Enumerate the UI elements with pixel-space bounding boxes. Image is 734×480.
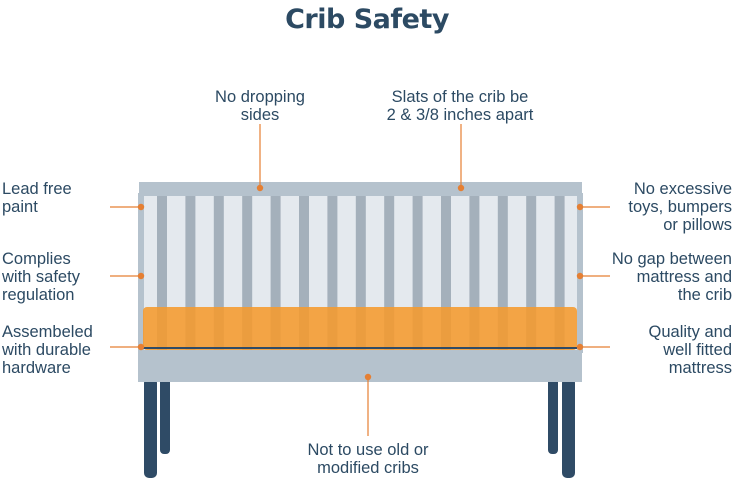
crib-slat — [554, 195, 565, 350]
label-line: Slats of the crib be — [391, 88, 529, 106]
label-no-dropping-sides: No dropping sides — [190, 88, 330, 124]
label-line: No dropping — [215, 88, 305, 106]
label-no-excessive-toys: No excessive toys, bumpers or pillows — [628, 180, 732, 234]
label-line: Not to use old or — [307, 441, 429, 459]
callout-dot-no-gap — [576, 272, 584, 280]
callout-dot-slats-spacing — [457, 184, 465, 192]
label-line: toys, bumpers — [628, 198, 732, 216]
label-line: with safety — [2, 268, 80, 286]
label-line: 2 & 3/8 inches apart — [386, 106, 534, 124]
crib-mattress — [143, 307, 577, 350]
crib-slat — [497, 195, 508, 350]
crib-slat — [469, 195, 480, 350]
callout-lines — [110, 124, 610, 436]
label-durable-hardware: Assembeled with durable hardware — [2, 323, 93, 377]
page-title: Crib Safety — [285, 4, 449, 35]
crib-slat — [412, 195, 423, 350]
label-line: regulation — [2, 286, 75, 304]
crib-slat — [185, 195, 196, 350]
label-complies-safety: Complies with safety regulation — [2, 250, 80, 304]
crib-slat — [355, 195, 366, 350]
crib-slat — [157, 195, 167, 350]
label-line: sides — [240, 106, 280, 124]
callout-dots — [137, 184, 584, 381]
label-lead-free-paint: Lead free paint — [2, 180, 72, 216]
label-line: hardware — [2, 359, 71, 377]
label-not-old-cribs: Not to use old or modified cribs — [268, 441, 468, 477]
label-line: No gap between — [611, 250, 732, 268]
crib-leg-front-left — [144, 378, 157, 478]
label-slats-spacing: Slats of the crib be 2 & 3/8 inches apar… — [370, 88, 550, 124]
label-line: Quality and — [648, 323, 732, 341]
crib-slat — [299, 195, 309, 350]
crib-leg-back-left — [160, 378, 170, 454]
label-quality-mattress: Quality and well fitted mattress — [649, 323, 732, 377]
callout-dot-no-excessive-toys — [576, 203, 584, 211]
crib-slats — [157, 195, 565, 350]
crib-slat — [526, 195, 537, 350]
crib-leg-back-right — [548, 378, 558, 454]
crib-slat — [327, 195, 338, 350]
crib-leg-front-right — [562, 378, 575, 478]
label-no-gap: No gap between mattress and the crib — [612, 250, 732, 304]
label-line: Assembeled — [2, 323, 93, 341]
label-line: paint — [2, 198, 38, 216]
callout-dot-quality-mattress — [576, 343, 584, 351]
crib-slat — [213, 195, 224, 350]
label-line: well fitted — [663, 341, 732, 359]
callout-dot-complies-safety — [137, 272, 145, 280]
label-line: with durable — [2, 341, 91, 359]
crib-top-rail — [139, 182, 582, 196]
label-line: or pillows — [663, 216, 732, 234]
label-line: Complies — [2, 250, 71, 268]
label-line: No excessive — [633, 180, 732, 198]
label-line: mattress and — [636, 268, 732, 286]
crib-bottom-rail — [138, 350, 582, 382]
label-line: modified cribs — [317, 459, 419, 477]
callout-dot-lead-free-paint — [137, 203, 145, 211]
callout-dot-durable-hardware — [137, 343, 145, 351]
callout-dot-no-dropping-sides — [256, 184, 264, 192]
crib-slat — [384, 195, 395, 350]
label-line: mattress — [668, 359, 732, 377]
crib-slat — [270, 195, 281, 350]
crib-slat — [441, 195, 451, 350]
label-line: the crib — [677, 286, 732, 304]
callout-dot-not-old-cribs — [364, 373, 372, 381]
crib-slat — [242, 195, 253, 350]
label-line: Lead free — [2, 180, 72, 198]
